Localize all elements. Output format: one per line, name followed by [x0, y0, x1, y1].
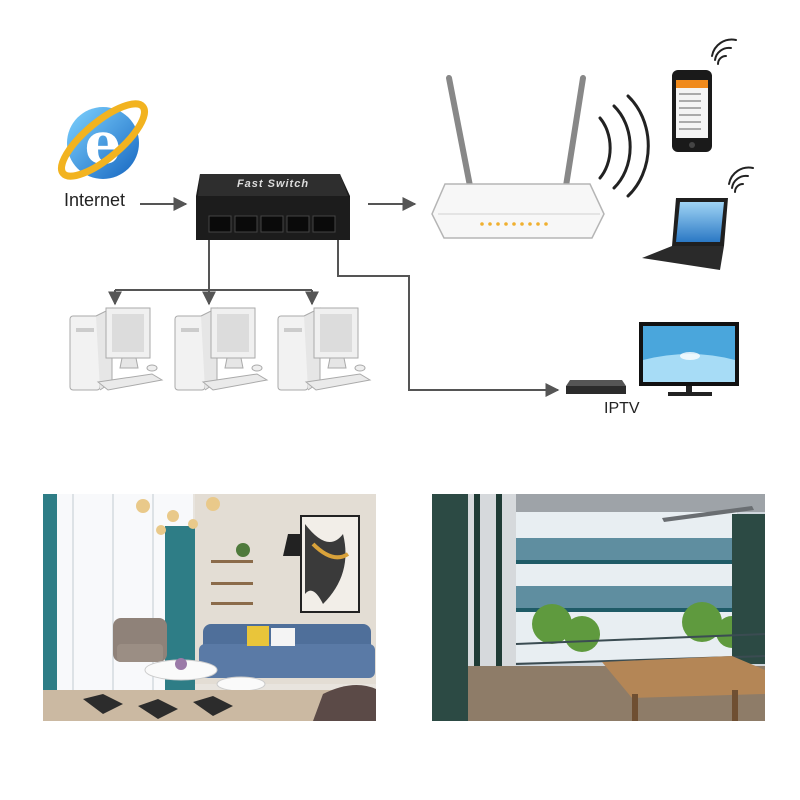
desktop-computer — [69, 307, 164, 391]
laptop — [642, 198, 728, 270]
smartphone — [672, 70, 712, 152]
iptv-set-top-box — [566, 380, 626, 394]
internet-explorer-icon: e — [58, 100, 148, 180]
television — [639, 322, 739, 396]
network-diagram: e — [58, 38, 754, 397]
desktop-computer — [277, 307, 372, 391]
wifi-signal-icon — [728, 166, 754, 193]
network-switch — [196, 174, 350, 240]
wifi-signal-icon — [711, 38, 737, 65]
iptv-label: IPTV — [604, 400, 640, 417]
switch-label: Fast Switch — [236, 178, 310, 190]
living-room-photo — [43, 494, 376, 721]
internet-label: Internet — [64, 190, 126, 210]
wifi-router — [431, 75, 605, 239]
desktop-computer — [174, 307, 269, 391]
wifi-waves-icon — [598, 94, 650, 198]
switch-to-desktops-connectors — [108, 240, 319, 306]
office-balcony-photo — [432, 494, 765, 721]
arrow-switch-to-iptv — [337, 240, 560, 397]
